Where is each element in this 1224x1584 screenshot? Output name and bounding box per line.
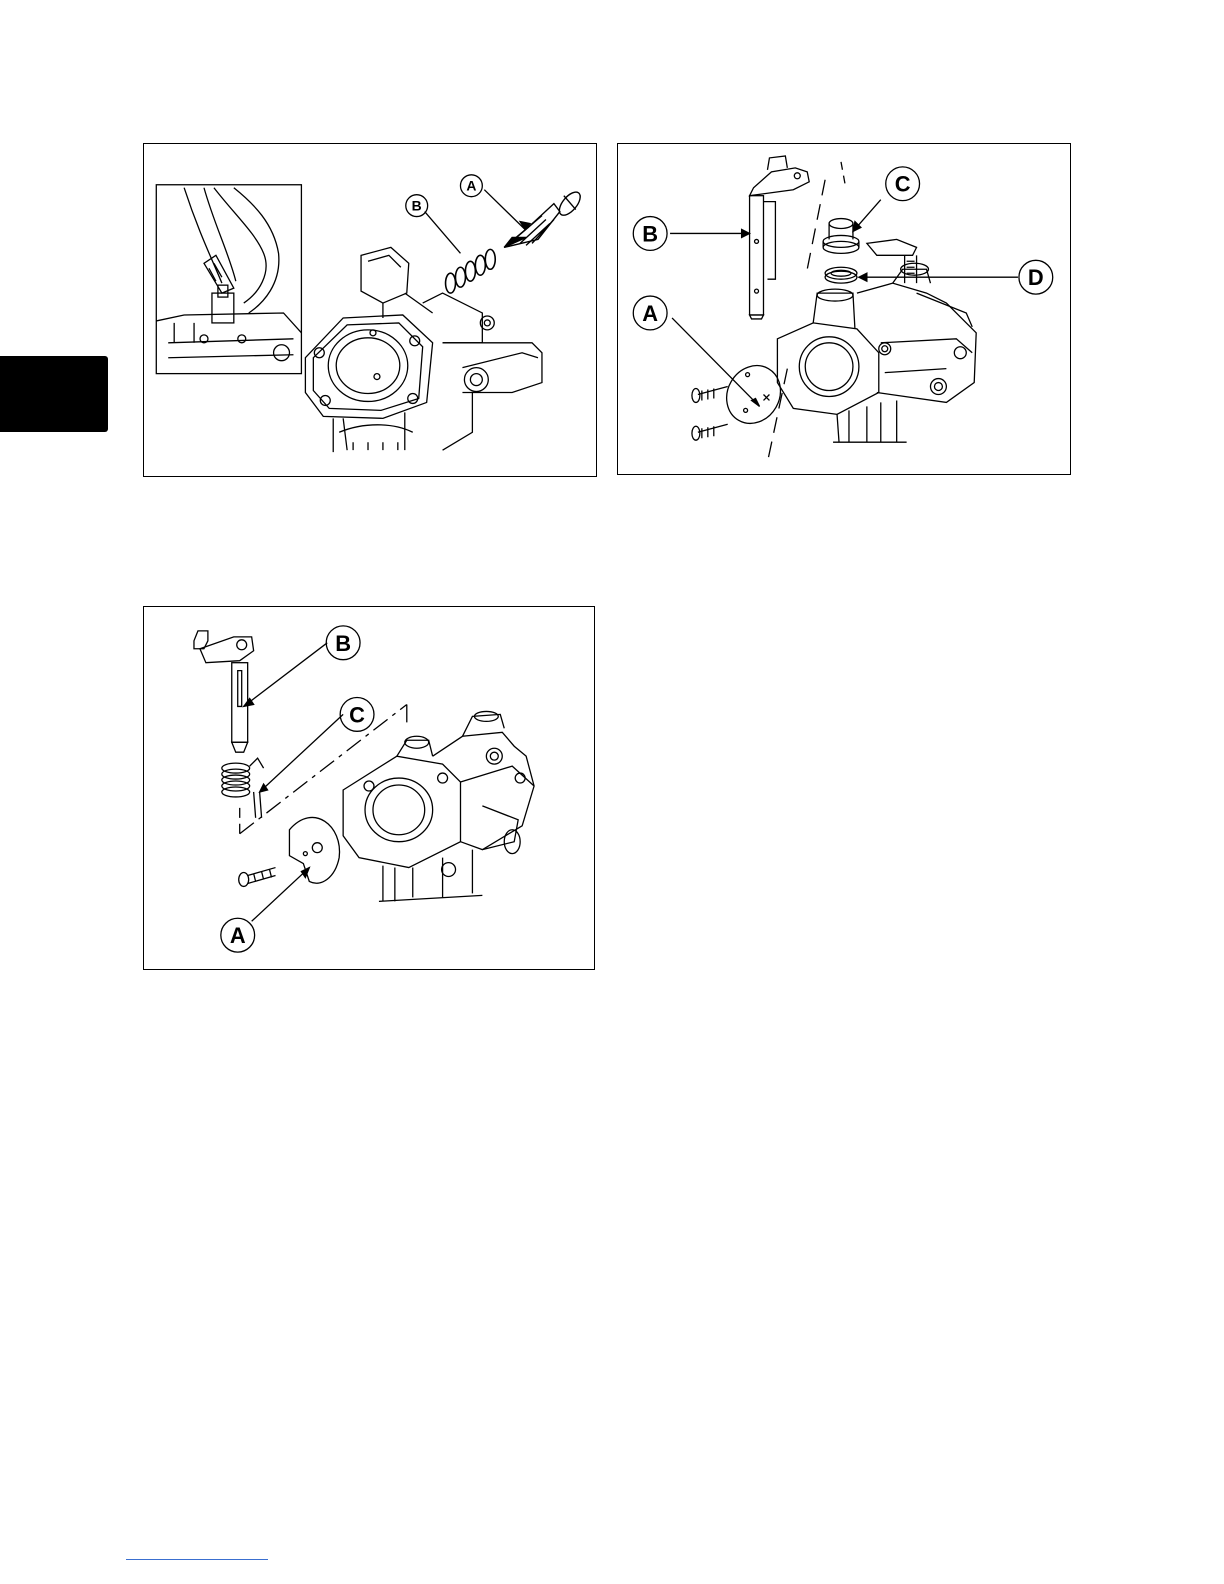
alignment-line (767, 180, 825, 462)
leader-a-2 (672, 318, 759, 406)
section-tab (0, 356, 108, 432)
carburetor-body-2 (777, 239, 976, 442)
seal-d (825, 267, 857, 283)
pliers-illustration (156, 188, 301, 361)
screw-3 (239, 868, 276, 887)
choke-shaft-b (194, 631, 254, 752)
callout-b-label-3: B (335, 631, 351, 656)
footer-rule (126, 1559, 268, 1560)
leader-b (425, 212, 461, 254)
carburetor-body-3 (343, 711, 534, 901)
callout-a-label-1: A (466, 178, 476, 194)
callout-a-label-3: A (230, 923, 246, 948)
carburetor-body-1 (305, 247, 542, 452)
alignment-line-2 (240, 704, 407, 833)
leader-a-3 (252, 868, 310, 922)
figure-throttle-shaft-removal: A B C D (617, 143, 1071, 475)
callout-d-label-2: D (1028, 265, 1044, 290)
figure-choke-shaft-removal: B C A (143, 606, 595, 970)
spring-b (446, 249, 496, 293)
leader-a (484, 190, 525, 230)
callout-a-label-2: A (642, 301, 658, 326)
mixture-screw-a (504, 189, 584, 248)
spring-c (222, 758, 264, 818)
leader-b-3 (244, 643, 328, 707)
bushing-c (823, 219, 859, 254)
figure-2-drawing: A B C D (618, 144, 1070, 474)
callout-c-label-3: C (349, 702, 365, 727)
throttle-shaft-b (750, 156, 810, 319)
screws (692, 387, 728, 441)
figure-3-drawing: B C A (144, 607, 594, 969)
figure-idle-mixture-screw: B A (143, 143, 597, 477)
callout-b-label-1: B (412, 198, 422, 214)
callout-c-label-2: C (895, 172, 911, 197)
leader-c-3 (260, 714, 344, 792)
throttle-plate-a (716, 356, 791, 433)
callout-b-label-2: B (642, 221, 658, 246)
choke-plate-a (289, 817, 339, 883)
figure-1-drawing: B A (144, 144, 596, 476)
